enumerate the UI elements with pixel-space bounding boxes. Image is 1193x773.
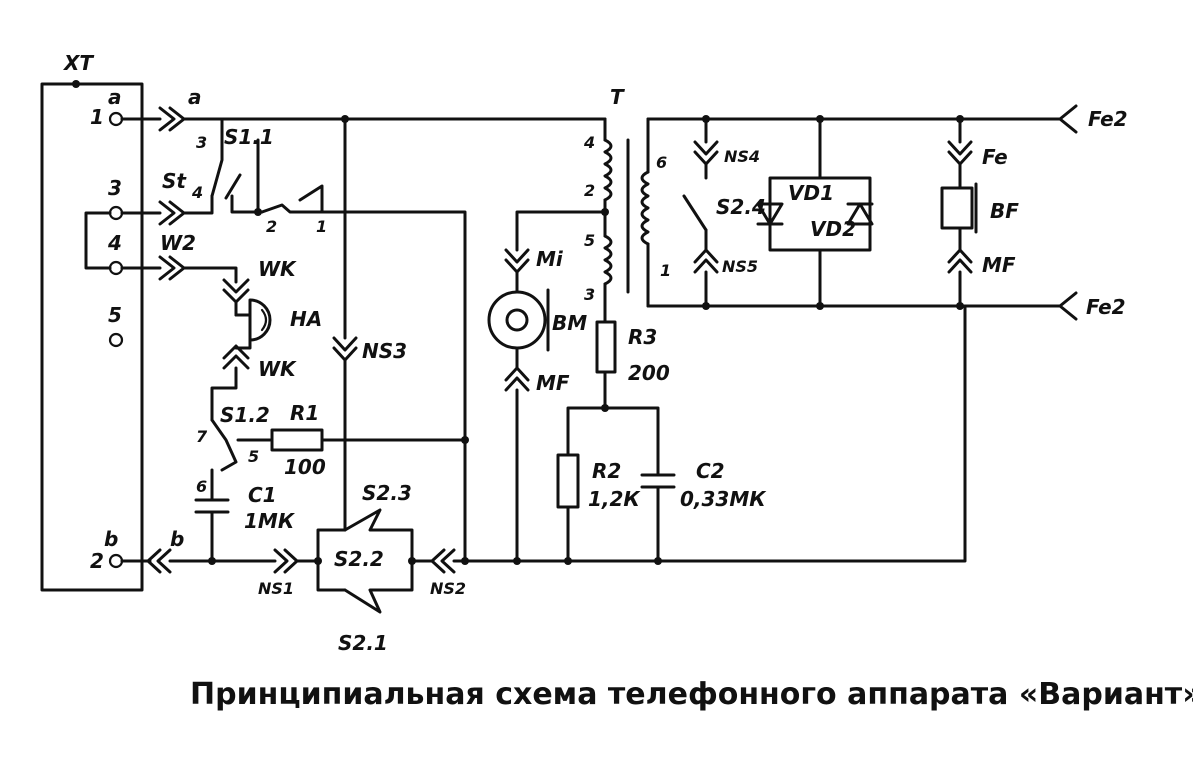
r1-value: 100 <box>284 455 326 479</box>
bm-microphone <box>487 290 547 350</box>
s11-label: S1.1 <box>224 125 274 149</box>
terminal-pin-2 <box>108 553 124 569</box>
s24-label: S2.4 <box>716 195 766 219</box>
terminal-block-label: XT <box>62 51 94 75</box>
t-pin-5: 5 <box>584 231 595 250</box>
r2-resistor <box>556 453 580 509</box>
bm-label: BM <box>552 311 587 335</box>
diagram-caption: Принципиальная схема телефонного аппарат… <box>190 677 1193 712</box>
s23-label: S2.3 <box>362 481 412 505</box>
t-pin-4: 4 <box>583 133 595 152</box>
s21-label: S2.1 <box>338 631 388 655</box>
pin-5-number: 5 <box>108 303 122 327</box>
s12-label: S1.2 <box>220 403 270 427</box>
t-primary-lower-coil <box>603 234 613 286</box>
r3-label: R3 <box>628 325 657 349</box>
r2-label: R2 <box>592 459 621 483</box>
pin-4-number: 4 <box>107 231 122 255</box>
r2-value: 1,2К <box>588 487 641 511</box>
plug-ns5-label: NS5 <box>722 257 758 276</box>
t-label: T <box>610 85 625 109</box>
plug-w2-label: W2 <box>160 231 196 255</box>
vd2-label: VD2 <box>810 217 856 241</box>
s11-pin-3: 3 <box>196 133 207 152</box>
pin-3-number: 3 <box>108 176 122 200</box>
r3-value: 200 <box>628 361 670 385</box>
s11-lever <box>210 117 224 198</box>
vd1-diode <box>756 202 784 226</box>
c1-value: 1МК <box>244 509 296 533</box>
plug-b-label: b <box>170 527 184 551</box>
plug-ns2-label: NS2 <box>430 579 466 598</box>
terminal-pin-5 <box>108 332 124 348</box>
terminal-pin-4 <box>108 260 124 276</box>
bf-earphone <box>940 186 974 230</box>
s11-pin-1: 1 <box>316 217 327 236</box>
plug-ns3-label: NS3 <box>362 339 407 363</box>
s12-pin-5: 5 <box>248 447 259 466</box>
t-pin-2: 2 <box>584 181 595 200</box>
c1-label: C1 <box>248 483 277 507</box>
plug-fe2-bottom-label: Fe2 <box>1086 295 1126 319</box>
plug-ns4-label: NS4 <box>724 147 760 166</box>
bf-label: BF <box>990 199 1019 223</box>
plug-a-label: a <box>188 85 202 109</box>
ha-bell <box>248 298 272 342</box>
plug-wk-bottom-label: WK <box>258 357 297 381</box>
plug-mf-right-label: MF <box>982 253 1016 277</box>
pin-3-4-jumper <box>84 211 112 270</box>
terminal-block-xt: XT a 1 3 4 5 b 2 <box>40 51 144 592</box>
terminal-pin-3 <box>108 205 124 221</box>
vd2-diode <box>846 202 874 226</box>
wiring <box>120 104 1078 614</box>
t-pin-3: 3 <box>584 285 595 304</box>
pin-1-number: 1 <box>90 105 104 129</box>
pin-2-number: 2 <box>90 549 104 573</box>
s12-pin-6: 6 <box>196 477 207 496</box>
plug-fe2-top-label: Fe2 <box>1088 107 1128 131</box>
t-pin-1: 1 <box>660 261 671 280</box>
labels: a St W2 b S1.1 3 4 2 1 WK HA WK NS3 S1.2… <box>160 85 1128 655</box>
pin-a-letter: a <box>108 85 122 109</box>
r3-resistor <box>595 320 617 374</box>
s11-pin-2: 2 <box>266 217 277 236</box>
terminal-pin-1 <box>108 111 124 127</box>
c2-label: C2 <box>696 459 725 483</box>
ha-label: HA <box>290 307 322 331</box>
c2-value: 0,33МК <box>680 487 767 511</box>
plug-fe-label: Fe <box>982 145 1008 169</box>
pin-b-letter: b <box>104 527 118 551</box>
s11-pin-4: 4 <box>191 183 203 202</box>
s22-label: S2.2 <box>334 547 384 571</box>
plug-ns1-label: NS1 <box>258 579 294 598</box>
s12-pin-7: 7 <box>196 427 208 446</box>
plug-mi-label: Mi <box>536 247 564 271</box>
plug-mf-left-label: MF <box>536 371 570 395</box>
plug-wk-top-label: WK <box>258 257 297 281</box>
r1-label: R1 <box>290 401 319 425</box>
t-primary-upper-coil <box>603 138 613 202</box>
t-pin-6: 6 <box>656 153 667 172</box>
r1-resistor <box>270 428 324 452</box>
plug-st-label: St <box>162 169 187 193</box>
junction-dots <box>208 115 964 565</box>
t-secondary-coil <box>640 170 650 246</box>
vd1-label: VD1 <box>788 181 834 205</box>
